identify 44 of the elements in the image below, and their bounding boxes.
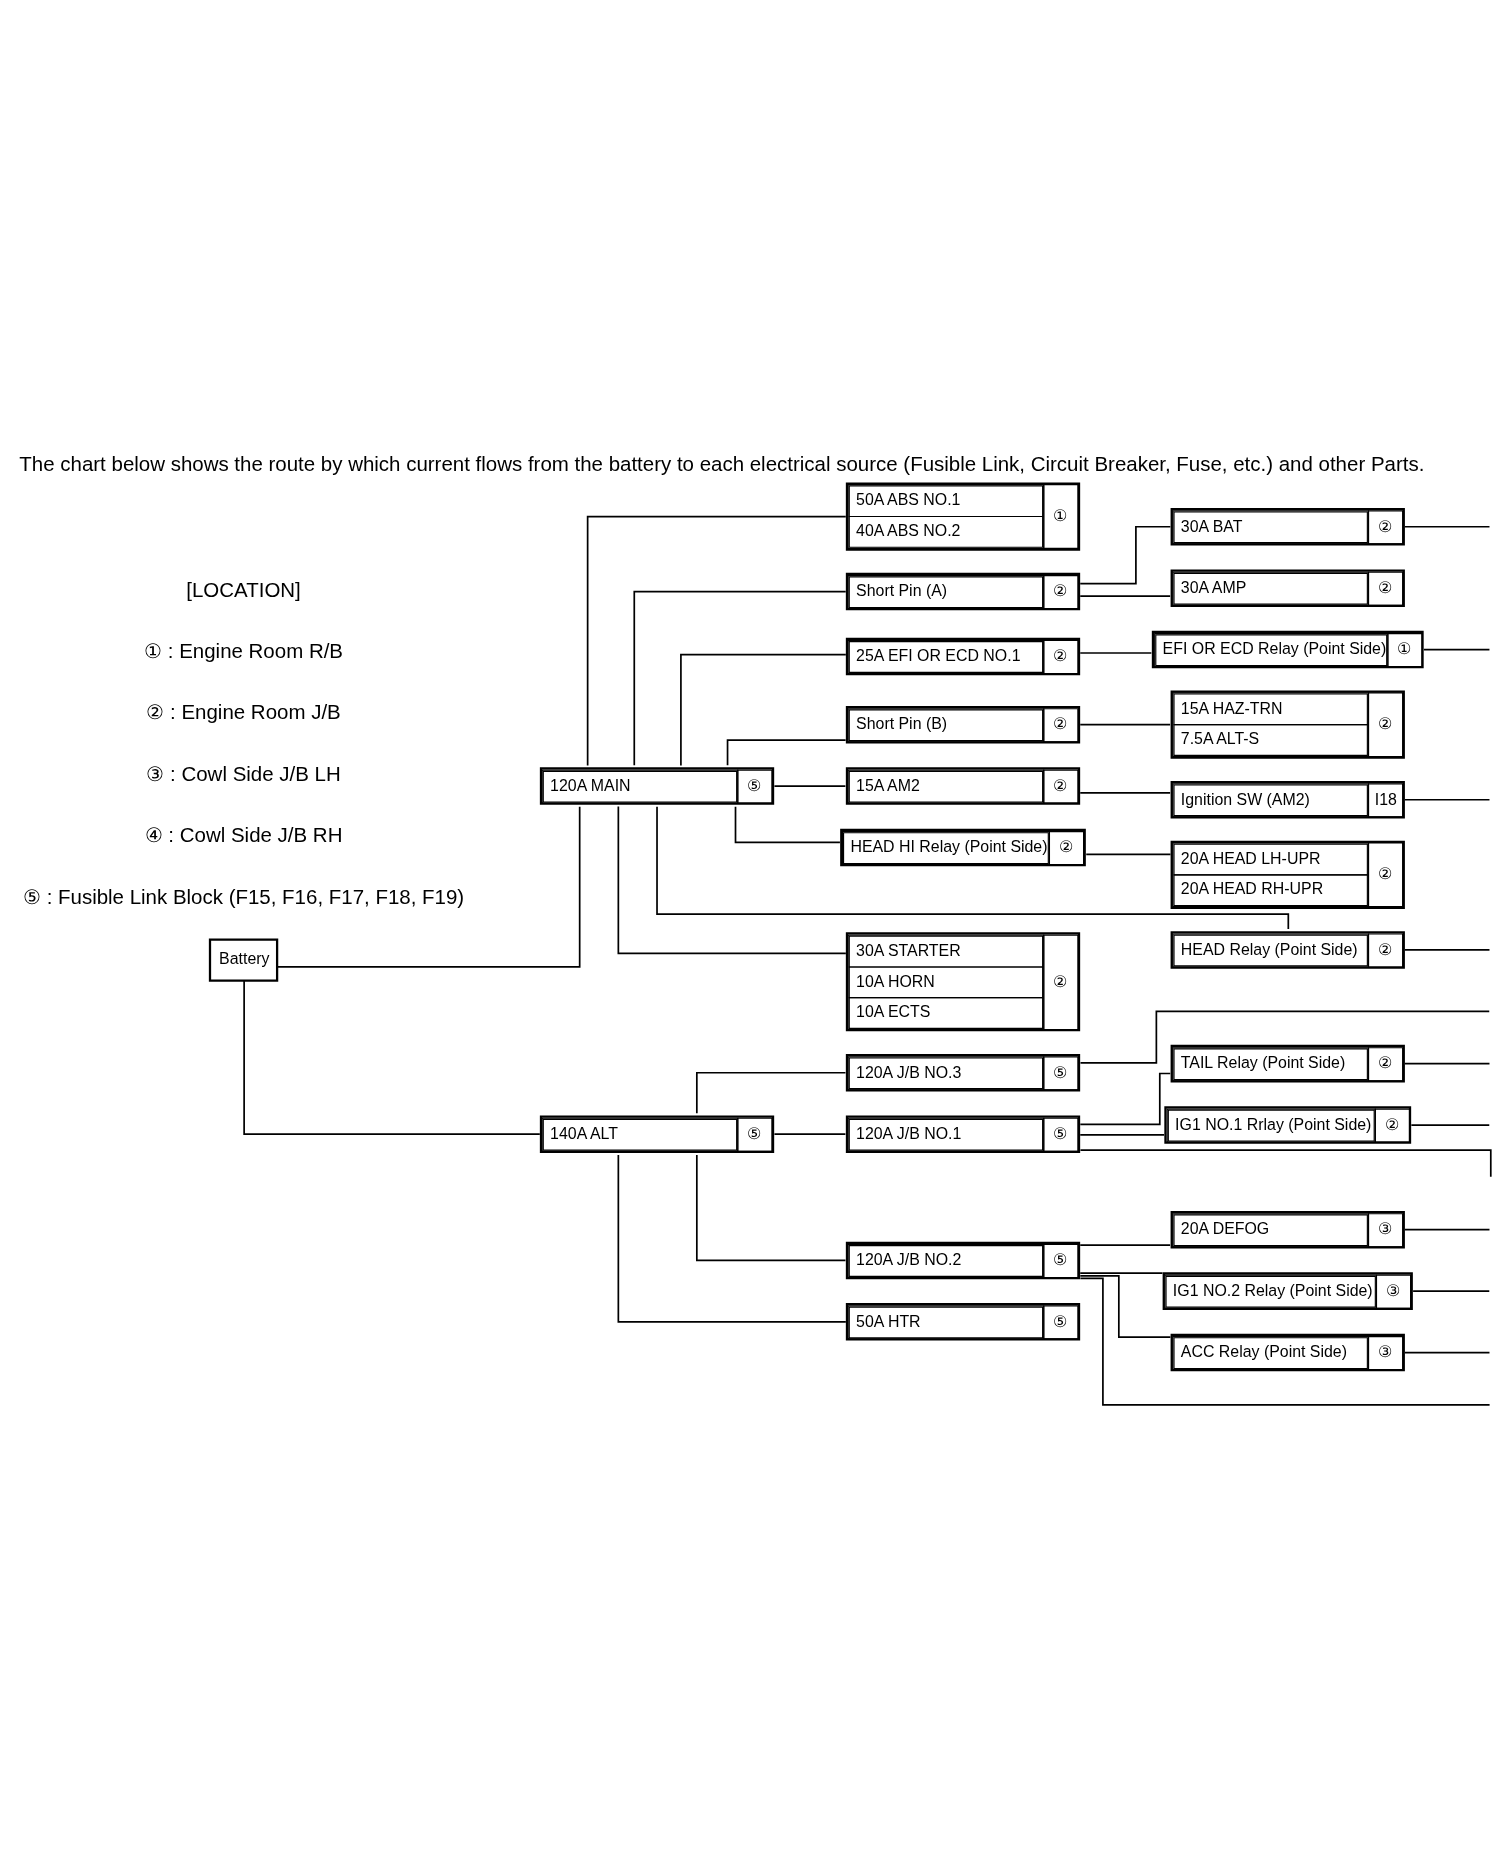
connector xyxy=(1079,652,1153,654)
connector xyxy=(1079,1072,1172,1126)
connector xyxy=(695,1154,847,1262)
connector xyxy=(680,653,847,767)
connector xyxy=(1410,1124,1491,1126)
connector xyxy=(1079,525,1172,585)
connector xyxy=(1404,949,1491,951)
label: ④ : Cowl Side J/B RH xyxy=(144,823,343,847)
connector xyxy=(617,1154,847,1323)
label: ① : Engine Room R/B xyxy=(144,639,343,663)
connector xyxy=(276,806,581,968)
connector xyxy=(773,1133,847,1136)
connector xyxy=(1079,1274,1172,1339)
connector xyxy=(1412,1290,1491,1292)
connector xyxy=(586,515,847,767)
connector xyxy=(1423,648,1491,651)
node-box: Battery xyxy=(208,938,279,982)
connector xyxy=(1085,853,1172,856)
connector xyxy=(1079,1277,1491,1406)
connector xyxy=(1404,798,1491,801)
connector xyxy=(695,1071,847,1115)
connector xyxy=(1079,792,1171,794)
connector xyxy=(1404,525,1491,528)
connector xyxy=(1079,1134,1165,1136)
connector xyxy=(1079,1272,1164,1275)
connector xyxy=(656,805,1290,930)
label: [LOCATION] xyxy=(186,577,301,601)
connector xyxy=(734,805,841,844)
connector xyxy=(1079,595,1171,597)
connector xyxy=(1079,723,1171,726)
connector xyxy=(1079,1149,1492,1178)
connector xyxy=(243,979,541,1136)
label: ② : Engine Room J/B xyxy=(146,700,341,724)
connector xyxy=(1404,1351,1491,1354)
label: ③ : Cowl Side J/B LH xyxy=(146,761,341,785)
connector xyxy=(1404,1062,1491,1065)
connector xyxy=(1079,1244,1171,1246)
diagram-title: The chart below shows the route by which current flows from the battery to each electrical source (Fusible Link, Circuit Breaker, Fuse, etc.) and other Parts. xyxy=(19,452,1425,476)
connector xyxy=(773,785,847,787)
connector xyxy=(1079,1010,1491,1064)
connector xyxy=(633,590,847,767)
connector xyxy=(617,805,847,955)
label: ⑤ : Fusible Link Block (F15, F16, F17, F18, F19) xyxy=(22,884,465,908)
connector xyxy=(1404,1228,1491,1231)
